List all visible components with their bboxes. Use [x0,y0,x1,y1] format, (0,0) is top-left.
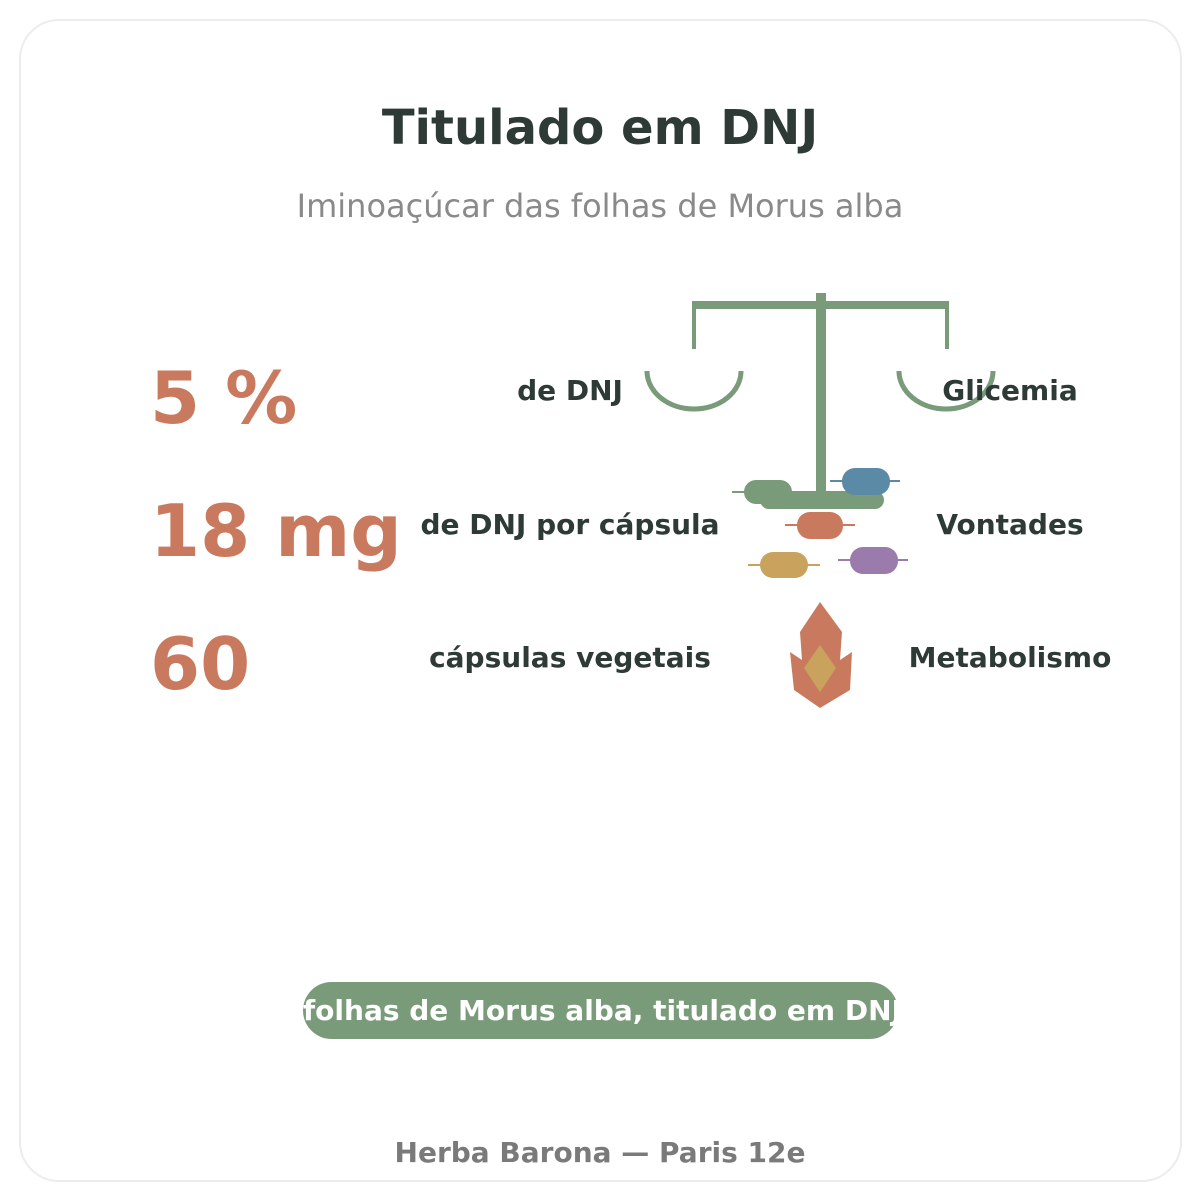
benefit-glicemia: Glicemia [942,374,1078,407]
molecules-icon [732,468,908,578]
page-subtitle: Iminoaçúcar das folhas de Morus alba [296,187,904,225]
footer-brand: Herba Barona — Paris 12e [394,1136,806,1169]
stat-label-percent: de DNJ [517,374,623,407]
illustration [644,293,996,708]
benefit-metabolismo: Metabolismo [908,641,1112,674]
stat-value-percent: 5 % [150,356,298,440]
page-title: Titulado em DNJ [381,100,819,156]
ingredient-badge: folhas de Morus alba, titulado em DNJ [303,982,902,1039]
benefit-vontades: Vontades [936,508,1084,541]
balance-scale-icon [644,293,996,509]
stat-label-count: cápsulas vegetais [429,641,711,674]
stat-value-count: 60 [150,622,251,706]
stat-value-dose: 18 mg [150,489,402,573]
stat-label-dose: de DNJ por cápsula [420,508,720,541]
flame-icon [790,602,852,708]
